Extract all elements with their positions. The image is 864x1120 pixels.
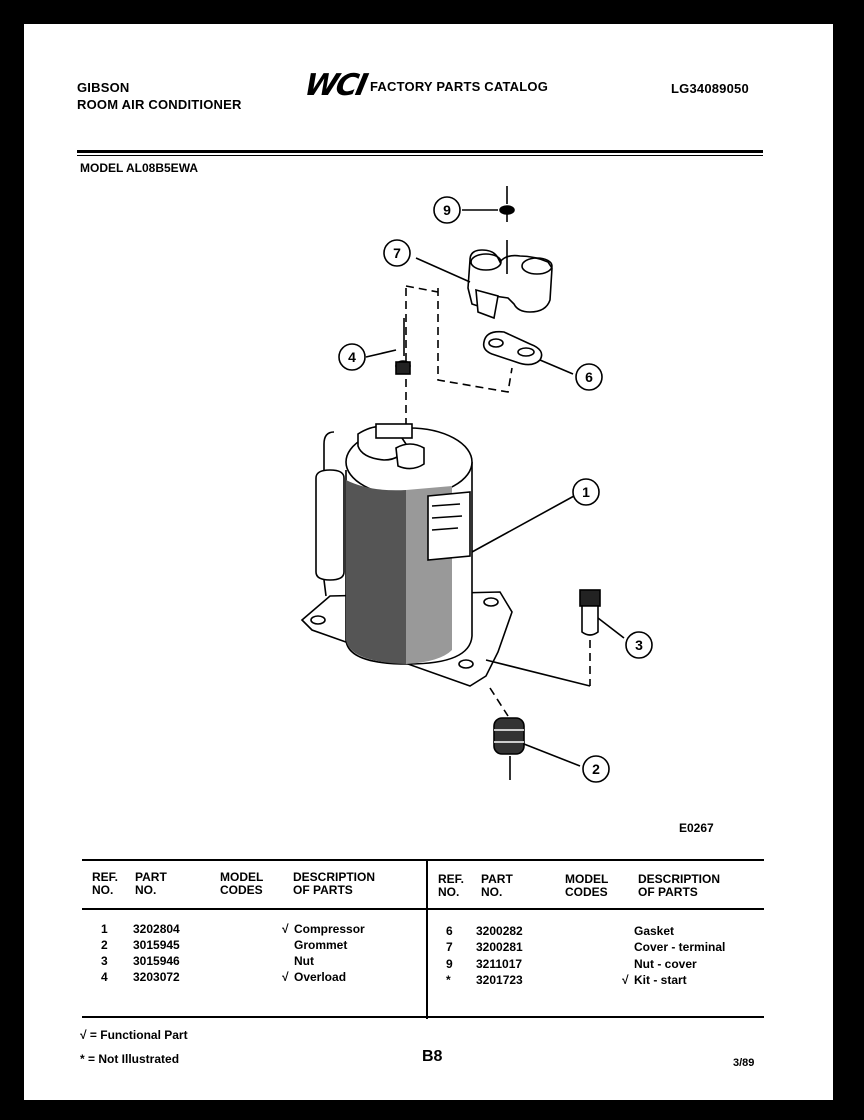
row-part-number: 3211017: [476, 957, 523, 971]
row-ref: 4: [101, 970, 108, 984]
table-bottom-rule: [82, 1016, 764, 1018]
header-ref: REF.NO.: [438, 872, 465, 899]
row-description: Grommet: [294, 938, 348, 952]
compressor-part: [300, 423, 575, 687]
legend-functional-part: √ = Functional Part: [80, 1028, 188, 1042]
overload-part: [365, 318, 411, 375]
functional-mark: √: [282, 970, 289, 984]
callout-label: 2: [592, 761, 600, 777]
row-description: Cover - terminal: [634, 940, 726, 954]
row-description: Overload: [294, 970, 347, 984]
scan-border-left: [0, 0, 24, 1120]
brand-name: GIBSON: [77, 80, 130, 95]
table-top-rule: [82, 859, 764, 861]
functional-mark: √: [622, 973, 629, 987]
row-description: Nut: [294, 954, 314, 968]
row-part-number: 3203072: [133, 970, 180, 984]
catalog-title: FACTORY PARTS CATALOG: [370, 79, 549, 94]
row-part-number: 3202804: [133, 922, 180, 936]
callout-label: 6: [585, 369, 593, 385]
header-ref: REF.NO.: [92, 870, 119, 897]
callout-label: 7: [393, 245, 401, 261]
row-description: Kit - start: [634, 973, 687, 987]
catalog-number: LG34089050: [671, 81, 749, 96]
row-description: Gasket: [634, 924, 675, 938]
row-part-number: 3015945: [133, 938, 180, 952]
header-rule: [77, 150, 763, 153]
legend-not-illustrated: * = Not Illustrated: [80, 1052, 180, 1066]
scan-border-top: [0, 0, 864, 24]
assembly-guide-lines: [405, 285, 513, 430]
row-ref: 1: [101, 922, 108, 936]
scan-border-right: [833, 0, 864, 1120]
model-line: MODEL AL08B5EWA: [80, 161, 199, 175]
row-description: Compressor: [294, 922, 365, 936]
callout-label: 3: [635, 637, 643, 653]
row-ref: 7: [446, 940, 453, 954]
row-description: Nut - cover: [634, 957, 697, 971]
row-ref: 9: [446, 957, 453, 971]
row-part-number: 3200281: [476, 940, 523, 954]
scan-border-bottom: [0, 1100, 864, 1120]
gasket-part: [482, 330, 574, 375]
callout-label: 4: [348, 349, 356, 365]
callout-label: 9: [443, 202, 451, 218]
cover-nut-part: [462, 186, 515, 222]
mount-nut-part: [485, 589, 625, 687]
table-header-rule: [82, 908, 764, 910]
revision-date: 3/89: [733, 1057, 755, 1069]
row-part-number: 3200282: [476, 924, 523, 938]
grommet-part: [489, 687, 581, 780]
callout-label: 1: [582, 484, 590, 500]
row-ref: 3: [101, 954, 108, 968]
row-part-number: 3201723: [476, 973, 523, 987]
functional-mark: √: [282, 922, 289, 936]
header-rule-thin: [77, 155, 763, 156]
terminal-cover-part: [415, 240, 553, 320]
row-ref: *: [446, 973, 451, 987]
row-ref: 6: [446, 924, 453, 938]
page-number: B8: [422, 1048, 443, 1065]
product-name: ROOM AIR CONDITIONER: [77, 97, 242, 112]
row-ref: 2: [101, 938, 108, 952]
table-center-divider: [426, 859, 428, 1019]
row-part-number: 3015946: [133, 954, 180, 968]
figure-code: E0267: [679, 821, 714, 835]
